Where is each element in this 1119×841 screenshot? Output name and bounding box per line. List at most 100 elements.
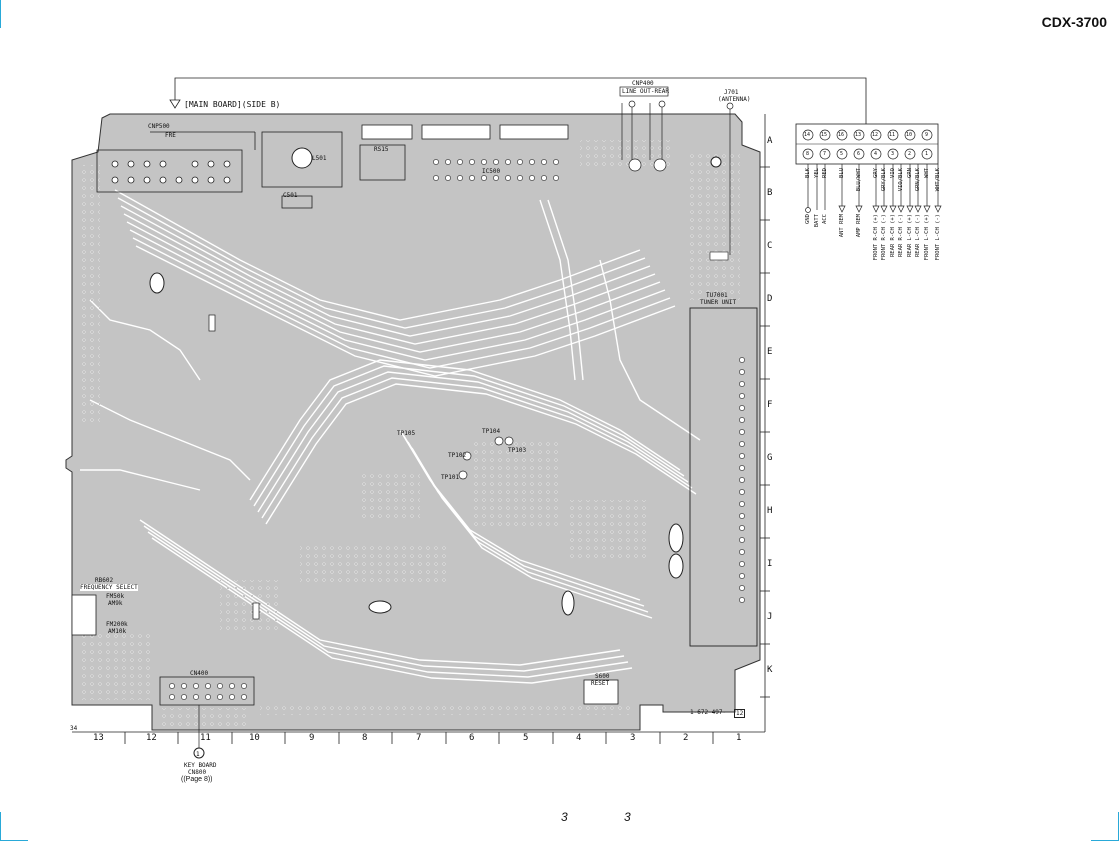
row-label-e: E [767,347,773,357]
c501-label: C501 [283,192,298,199]
cn400-pins [169,683,247,700]
j701-label: J701 [724,89,739,96]
freq-fm2: FM200k [106,621,128,628]
j701-sub: (ANTENNA) [718,96,751,103]
harness-pin-top-5: 12 [872,132,879,138]
col-label-2: 2 [683,733,689,743]
tuner-label-2: TUNER UNIT [700,299,737,306]
freq-am: AM9k [108,600,123,607]
grid-frame [72,114,766,733]
test-point-tp103: TP103 [508,447,527,454]
mount-hole-2 [368,600,392,614]
harness-wire-func-7: FRONT R-CH (-) [881,214,887,261]
page-number-left: 3 [561,810,568,824]
cnp500-outline [96,149,243,193]
row-label-b: B [767,188,773,198]
key-board-label: KEY BOARD [184,762,217,769]
tuner-label-1: TU7001 [706,292,728,299]
board-suffix: 12 [734,709,746,718]
col-label-1: 1 [736,733,742,743]
harness-wire-color-5: BLU/WHT [856,168,862,192]
harness-wire-color-4: BLU [839,168,845,178]
cnp400-label: CNP400 [632,80,654,87]
col-label-5: 5 [523,733,529,743]
s600-label: S600 [595,673,610,680]
cnp400-sub: LINE OUT-REAR [622,88,669,95]
col-label-3: 3 [630,733,636,743]
row-label-k: K [767,665,773,675]
board-title: [MAIN BOARD](SIDE B) [184,100,281,109]
harness-wire-color-13: WHT/BLK [935,168,941,192]
pcb-traces [80,189,701,684]
col-label-13: 13 [93,733,104,743]
feed-arrow-icon [169,99,181,109]
col-label-4: 4 [576,733,582,743]
freq-label-2: FREQUENCY SELECT [80,584,138,591]
s600-outline [583,679,619,705]
harness-feed-line [174,77,867,124]
l501-outline [261,131,343,188]
svg-text:1: 1 [196,751,200,758]
cnp500-sub: FRE [165,132,176,139]
rs15-outline [359,144,406,181]
row-label-f: F [767,400,773,410]
row-label-h: H [767,506,773,516]
harness-pin-top-4: 13 [855,132,862,138]
harness-wire-func-13: FRONT L-CH (-) [935,214,941,261]
harness-wire-func-10: REAR L-CH (+) [907,214,913,258]
crop-mark-top-left [0,0,1,28]
model-number: CDX-3700 [1041,14,1107,30]
harness-wire-func-8: REAR R-CH (+) [890,214,896,258]
harness-wire-func-9: REAR R-CH (-) [898,214,904,258]
harness-pin-bot-5: 4 [874,151,878,157]
cnp500-pins [111,160,231,184]
mount-hole-1 [149,272,165,294]
harness-pin-bot-1: 8 [806,151,810,157]
c501-outline [281,195,313,209]
harness-pin-bot-6: 3 [891,151,895,157]
harness-pin-top-7: 10 [906,132,913,138]
freq-fm: FM50k [106,593,125,600]
harness-wire-func-11: REAR L-CH (-) [915,214,921,258]
mount-hole-3 [561,590,575,616]
row-label-g: G [767,453,773,463]
harness-arrow-icons [805,205,942,213]
harness-pin-bot-2: 7 [823,151,827,157]
harness-wire-color-9: VIO/BLK [898,168,904,192]
harness-pin-bot-3: 5 [840,151,844,157]
board-slots [361,124,569,140]
cn400-page-ref: ((Page 8)) [181,776,213,783]
harness-pin-bot-7: 2 [908,151,912,157]
l501-label: L501 [312,155,327,162]
antenna-jack [710,156,722,168]
harness-wire-color-12: WHT [924,168,930,178]
harness-pin-top-3: 16 [838,132,845,138]
harness-wire-func-6: FRONT R-CH (+) [873,214,879,261]
cnp400-label-box [619,86,669,97]
harness-pin-circles [802,129,933,160]
row-label-a: A [767,136,773,146]
pcb-board [65,113,761,731]
harness-wire-func-3: ACC [822,214,828,224]
row-label-j: J [767,612,773,622]
ic500-label: IC500 [482,168,501,175]
test-point-tp104: TP104 [482,428,501,435]
cn400-outline [159,676,255,706]
harness-wire-func-4: ANT REM [839,214,845,238]
col-label-7: 7 [416,733,422,743]
pad-fields [80,140,740,728]
cn400-label: CN400 [190,670,209,677]
test-point-markers [458,436,514,480]
tuner-pins [739,357,745,603]
harness-pin-top-1: 14 [804,132,811,138]
rs15-label: RS15 [374,146,389,153]
harness-wire-color-8: VIO [890,168,896,178]
ic500-pins [433,159,559,181]
harness-wire-leads [807,164,939,210]
col-label-10: 10 [249,733,260,743]
tuner-slot-1 [668,523,684,553]
harness-wire-color-1: BLK [805,168,811,178]
harness-pin-top-2: 15 [821,132,828,138]
col-label-6: 6 [469,733,475,743]
